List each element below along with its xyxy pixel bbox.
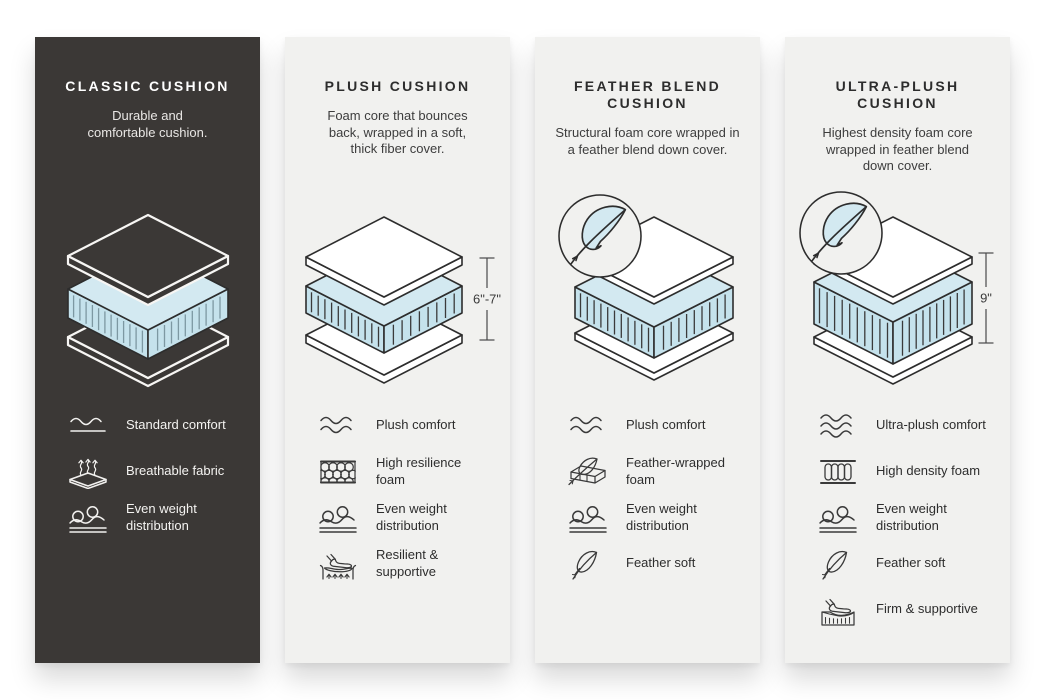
even-weight-icon bbox=[316, 501, 360, 535]
feature-item: Even weight distribution bbox=[566, 500, 754, 535]
wave-double-icon bbox=[566, 409, 610, 443]
wave-single-icon bbox=[66, 409, 110, 443]
feature-label: Even weight distribution bbox=[376, 500, 447, 533]
wave-triple-icon bbox=[816, 409, 860, 443]
feature-item: Breathable fabric bbox=[66, 454, 254, 489]
cover-layer bbox=[813, 296, 973, 385]
feature-label: Even weight distribution bbox=[876, 500, 947, 533]
panel-plush-cushion: 6"-7" PLUSH CUSHION Foam core that bounc… bbox=[285, 37, 510, 663]
hand-press-icon bbox=[316, 547, 360, 581]
feature-label: Plush comfort bbox=[376, 417, 456, 433]
feature-label: Plush comfort bbox=[626, 417, 706, 433]
feature-item: High resilience foam bbox=[316, 454, 504, 489]
feature-label: Feather soft bbox=[626, 555, 696, 571]
feather-icon bbox=[816, 547, 860, 581]
feature-label: Even weight distribution bbox=[626, 500, 697, 533]
panel-title: PLUSH CUSHION bbox=[324, 78, 471, 94]
feature-label: Firm & supportive bbox=[876, 601, 978, 617]
cover-layer bbox=[574, 216, 734, 305]
panel-title: ULTRA-PLUSH CUSHION bbox=[835, 78, 960, 112]
breathable-icon bbox=[66, 455, 110, 489]
feature-list: Plush comfort Feather-wrapped foam Even … bbox=[535, 408, 760, 581]
dimension-indicator: 6"-7" bbox=[473, 257, 501, 341]
panel-description: Durable and comfortable cushion. bbox=[87, 108, 208, 140]
cover-layer bbox=[66, 294, 230, 388]
foam-cells-icon bbox=[316, 455, 360, 489]
feather-foam-icon bbox=[566, 455, 610, 489]
panel-description: Highest density foam core wrapped in fea… bbox=[822, 125, 973, 174]
feature-item: Even weight distribution bbox=[66, 500, 254, 535]
even-weight-icon bbox=[816, 501, 860, 535]
panel-description: Foam core that bounces back, wrapped in … bbox=[327, 108, 468, 157]
feature-item: Ultra-plush comfort bbox=[816, 408, 1004, 443]
panel-description: Structural foam core wrapped in a feathe… bbox=[555, 125, 740, 157]
even-weight-icon bbox=[566, 501, 610, 535]
dimension-label: 6"-7" bbox=[473, 292, 501, 307]
feature-label: Feather soft bbox=[876, 555, 946, 571]
feature-label: Resilient & supportive bbox=[376, 546, 439, 579]
panel-feather-blend-cushion: FEATHER BLEND CUSHION Structural foam co… bbox=[535, 37, 760, 663]
dimension-indicator: 9" bbox=[978, 252, 994, 344]
feature-item: Even weight distribution bbox=[316, 500, 504, 535]
panel-ultra-plush-cushion: 9" ULTRA-PLUSH CUSHION Highest density f… bbox=[785, 37, 1010, 663]
feature-list: Ultra-plush comfort High density foam Ev… bbox=[785, 408, 1010, 627]
hand-press-coils-icon bbox=[816, 593, 860, 627]
panel-title: CLASSIC CUSHION bbox=[65, 78, 230, 94]
feature-label: High resilience foam bbox=[376, 454, 462, 487]
feature-item: Plush comfort bbox=[316, 408, 504, 443]
feature-list: Standard comfort Breathable fabric Even … bbox=[35, 408, 260, 535]
foam-core-layer bbox=[67, 247, 229, 360]
foam-core-layer bbox=[813, 241, 973, 365]
feature-item: Firm & supportive bbox=[816, 592, 1004, 627]
feature-item: Feather-wrapped foam bbox=[566, 454, 754, 489]
foam-core-layer bbox=[574, 246, 734, 359]
feature-list: Plush comfort High resilience foam Even … bbox=[285, 408, 510, 581]
feature-label: Ultra-plush comfort bbox=[876, 417, 986, 433]
feature-item: Feather soft bbox=[566, 546, 754, 581]
cover-layer bbox=[813, 216, 973, 305]
feature-item: Even weight distribution bbox=[816, 500, 1004, 535]
feature-label: Feather-wrapped foam bbox=[626, 454, 725, 487]
cover-layer bbox=[305, 216, 463, 306]
feather-badge bbox=[558, 194, 642, 278]
foam-core-layer bbox=[305, 245, 463, 354]
feature-item: High density foam bbox=[816, 454, 1004, 489]
feature-label: High density foam bbox=[876, 463, 981, 479]
even-weight-icon bbox=[66, 501, 110, 535]
wave-double-icon bbox=[316, 409, 360, 443]
feather-icon bbox=[566, 547, 610, 581]
feature-item: Standard comfort bbox=[66, 408, 254, 443]
feature-label: Even weight distribution bbox=[126, 500, 197, 533]
feature-item: Plush comfort bbox=[566, 408, 754, 443]
cover-layer bbox=[305, 294, 463, 384]
feature-item: Feather soft bbox=[816, 546, 1004, 581]
dimension-label: 9" bbox=[980, 291, 992, 306]
cover-layer bbox=[66, 213, 230, 307]
feature-label: Standard comfort bbox=[126, 417, 226, 433]
feather-badge bbox=[799, 191, 883, 275]
panel-classic-cushion: CLASSIC CUSHION Durable and comfortable … bbox=[35, 37, 260, 663]
feature-label: Breathable fabric bbox=[126, 463, 225, 479]
feature-item: Resilient & supportive bbox=[316, 546, 504, 581]
foam-bars-icon bbox=[816, 455, 860, 489]
cover-layer bbox=[574, 292, 734, 381]
panel-row: CLASSIC CUSHION Durable and comfortable … bbox=[35, 37, 1010, 663]
panel-title: FEATHER BLEND CUSHION bbox=[573, 78, 722, 112]
